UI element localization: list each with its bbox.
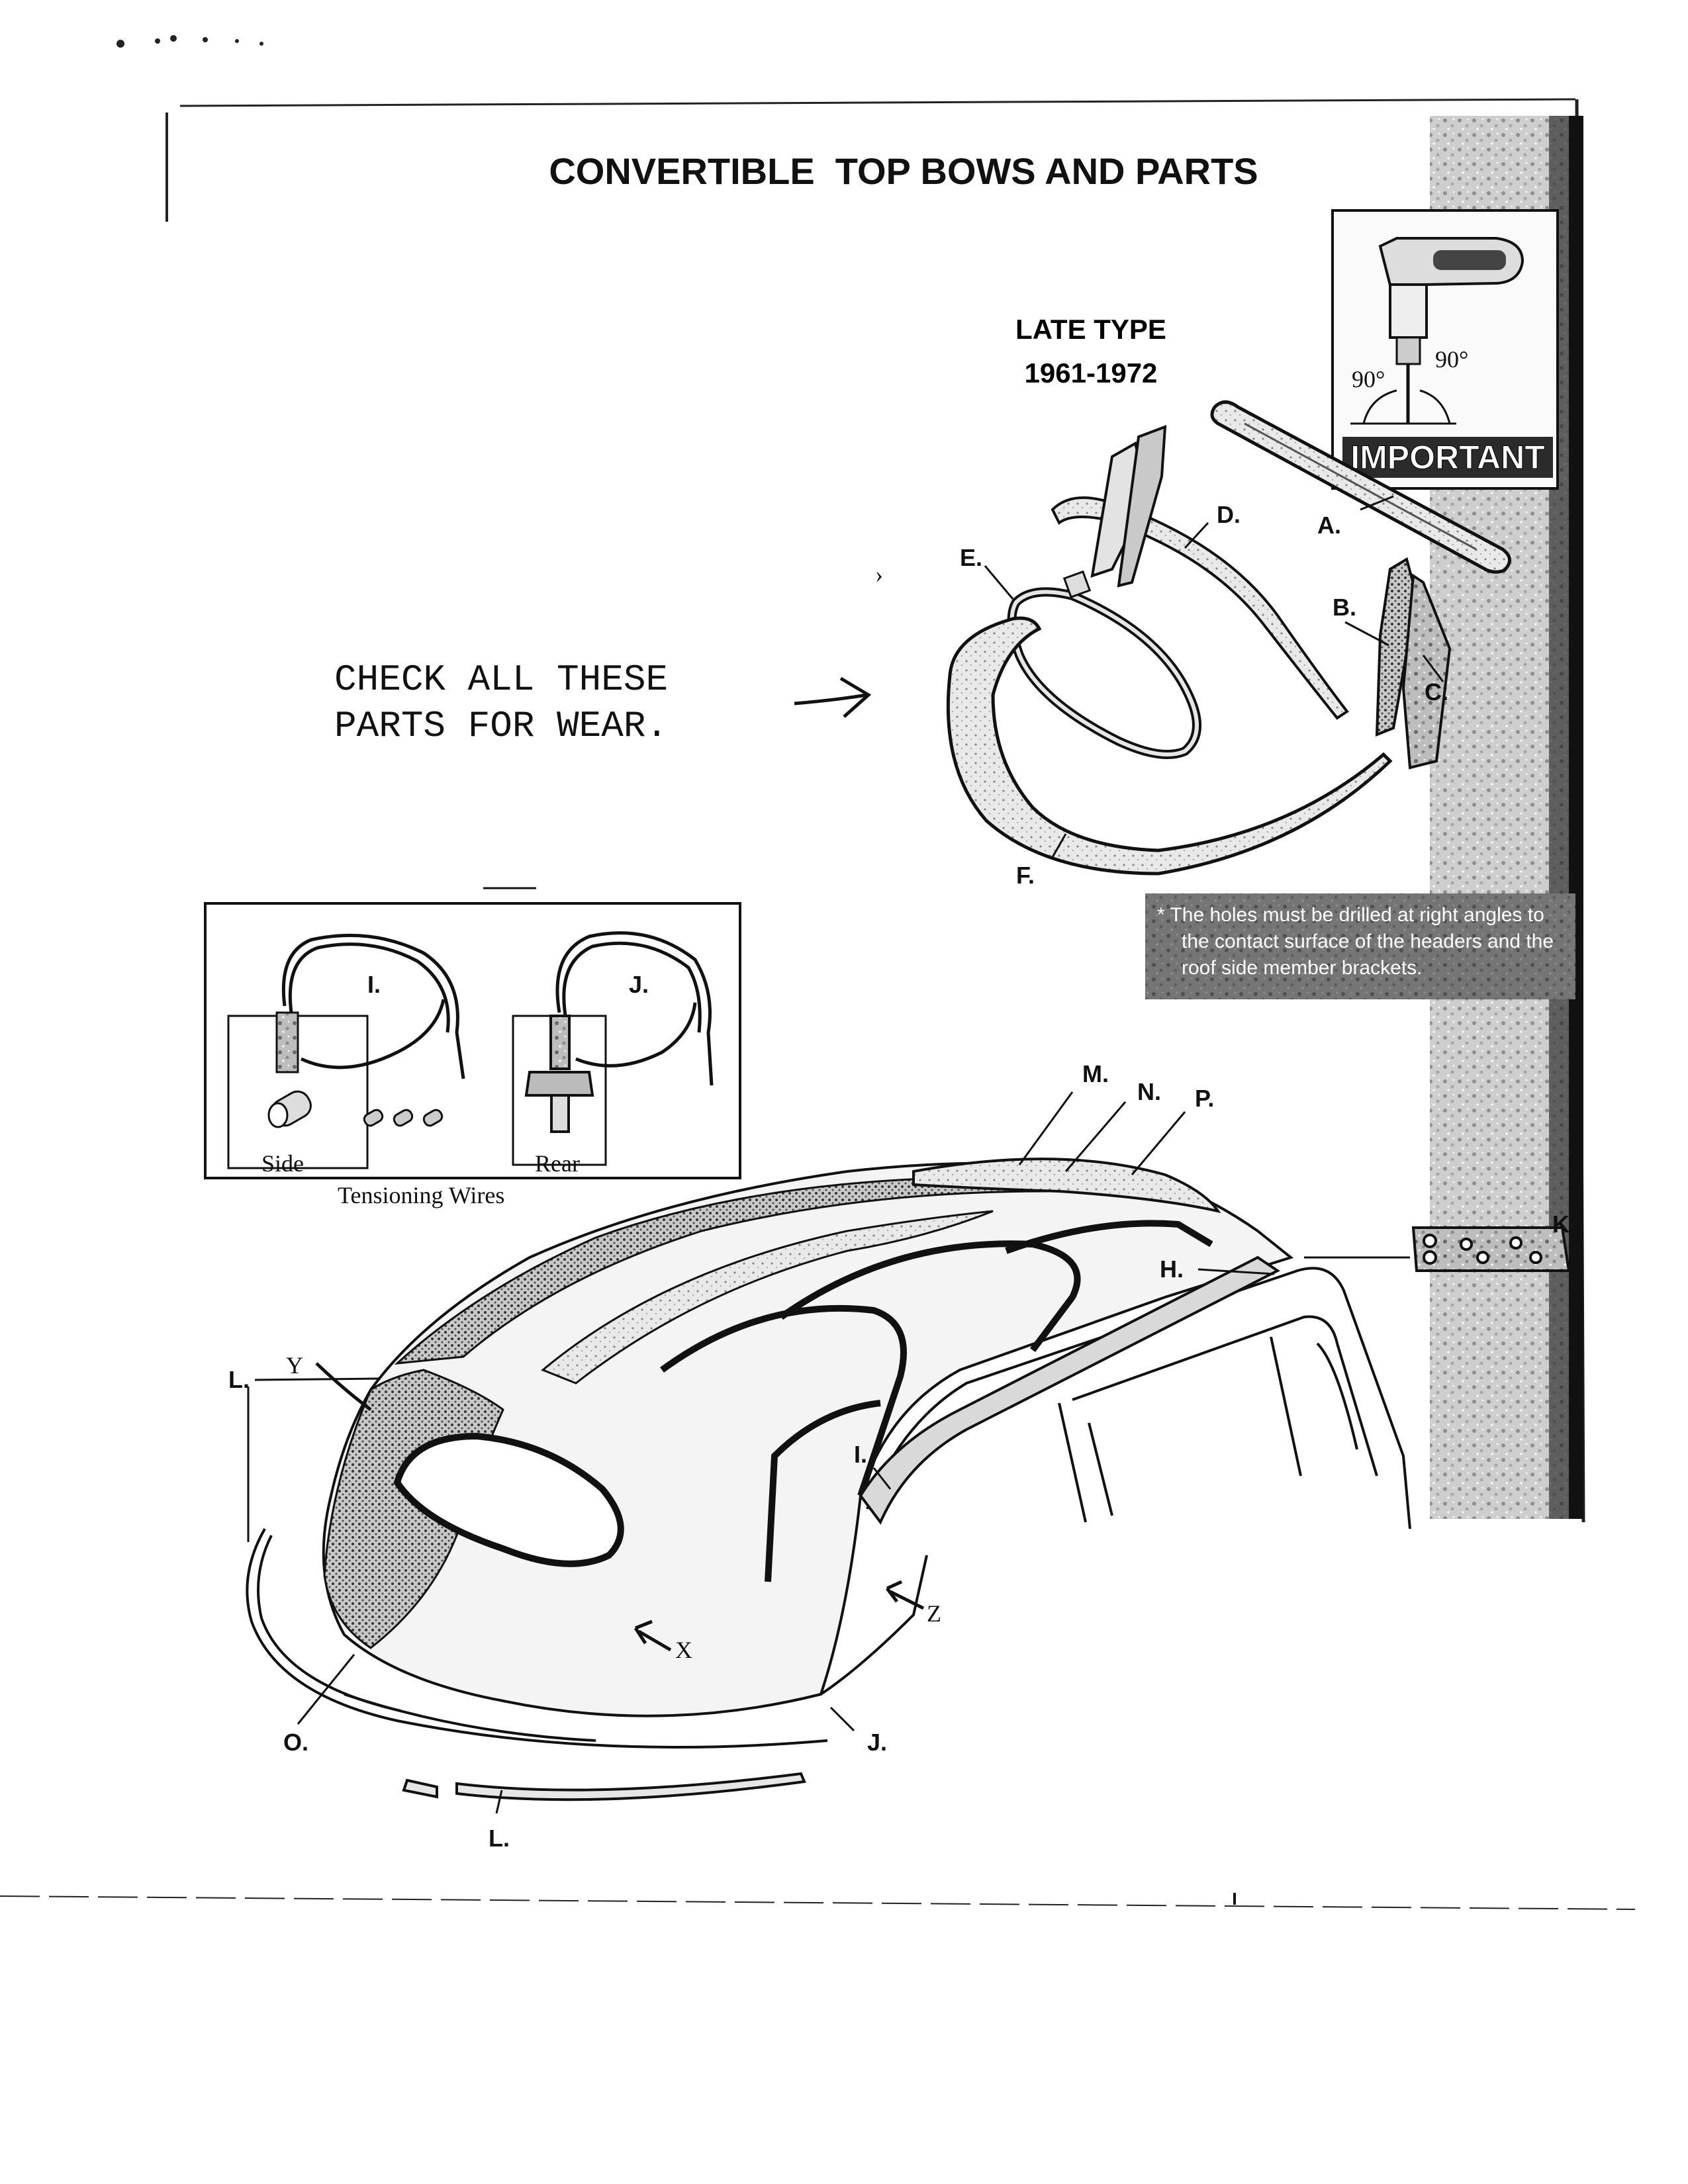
rear-window xyxy=(393,1432,624,1567)
years-label: 1961-1972 xyxy=(1025,357,1158,388)
label-h: H. xyxy=(1160,1255,1184,1283)
part-f-rear-bow xyxy=(946,616,1393,876)
label-k: K. xyxy=(1552,1210,1576,1238)
label-j-inset: J. xyxy=(629,971,649,998)
important-box: 90° 90° IMPORTANT xyxy=(1331,209,1559,490)
front-header-edge xyxy=(912,1158,1221,1214)
late-type-label: LATE TYPE xyxy=(1015,314,1166,345)
label-x: X xyxy=(675,1637,692,1663)
label-o: O. xyxy=(283,1729,308,1756)
drilling-note: * The holes must be drilled at right ang… xyxy=(1145,893,1575,999)
scan-mark xyxy=(1233,1893,1236,1905)
label-f: F. xyxy=(1016,862,1035,889)
label-a: A. xyxy=(1317,512,1341,539)
label-b: B. xyxy=(1333,594,1356,621)
label-n: N. xyxy=(1137,1078,1161,1105)
car-callout-lines xyxy=(247,1091,1410,1814)
tensioning-wires-inset: Side Rear I. J. Tensioning Wires xyxy=(204,887,741,1208)
label-d: D. xyxy=(1217,501,1241,528)
check-note-line-1: CHECK ALL THESE xyxy=(334,659,668,701)
angle-label-left: 90° xyxy=(1352,366,1385,392)
page-title: CONVERTIBLE TOP BOWS AND PARTS xyxy=(549,150,1258,192)
center-strip xyxy=(541,1210,994,1385)
part-c-bracket xyxy=(1401,573,1452,770)
late-type-bows xyxy=(946,400,1511,876)
inset-side-label: Side xyxy=(261,1150,304,1177)
stray-mark: › xyxy=(875,561,883,588)
label-i-inset: I. xyxy=(367,971,381,998)
trim-strips xyxy=(402,1772,806,1801)
inset-caption: Tensioning Wires xyxy=(338,1182,504,1208)
scan-specks xyxy=(117,35,263,48)
top-bows xyxy=(660,1220,1213,1582)
car-body-lower xyxy=(246,1528,928,1749)
side-rail xyxy=(859,1255,1280,1525)
drill-icon xyxy=(1378,237,1524,424)
side-ferrules xyxy=(267,1090,444,1128)
part-k-bracket xyxy=(1411,1226,1571,1272)
label-m: M. xyxy=(1082,1060,1109,1087)
rear-tensioner-bolt xyxy=(524,1015,594,1133)
label-l-bottom: L. xyxy=(489,1825,510,1852)
drilling-note-line-3: roof side member brackets. xyxy=(1182,957,1422,979)
check-note-arrow xyxy=(794,676,872,718)
label-i-car: I. xyxy=(854,1441,867,1468)
label-y: Y xyxy=(286,1352,303,1379)
check-note-line-2: PARTS FOR WEAR. xyxy=(334,705,668,747)
important-label: IMPORTANT xyxy=(1350,439,1544,476)
label-e: E. xyxy=(960,544,982,571)
part-e-window-frame xyxy=(1007,570,1201,759)
wire-j-coil xyxy=(555,931,714,1086)
wire-i-coil xyxy=(281,933,465,1079)
part-b-bracket xyxy=(1375,557,1419,737)
late-type-callouts xyxy=(984,495,1444,858)
angle-label-right: 90° xyxy=(1435,346,1468,373)
label-j-car: J. xyxy=(867,1729,887,1756)
part-a-front-header xyxy=(1210,400,1511,574)
label-l-top: L. xyxy=(228,1366,250,1393)
side-bracket-left xyxy=(1090,425,1167,588)
car-convertible-top xyxy=(246,1158,1571,1801)
label-c: C. xyxy=(1425,678,1448,705)
label-p: P. xyxy=(1195,1085,1214,1112)
right-angle-indicators xyxy=(1350,389,1456,425)
label-z: Z xyxy=(927,1600,941,1627)
drilling-note-line-1: * The holes must be drilled at right ang… xyxy=(1157,904,1544,926)
inset-rear-label: Rear xyxy=(535,1150,580,1177)
car-arrows xyxy=(315,1362,925,1652)
drilling-note-line-2: the contact surface of the headers and t… xyxy=(1182,931,1554,952)
